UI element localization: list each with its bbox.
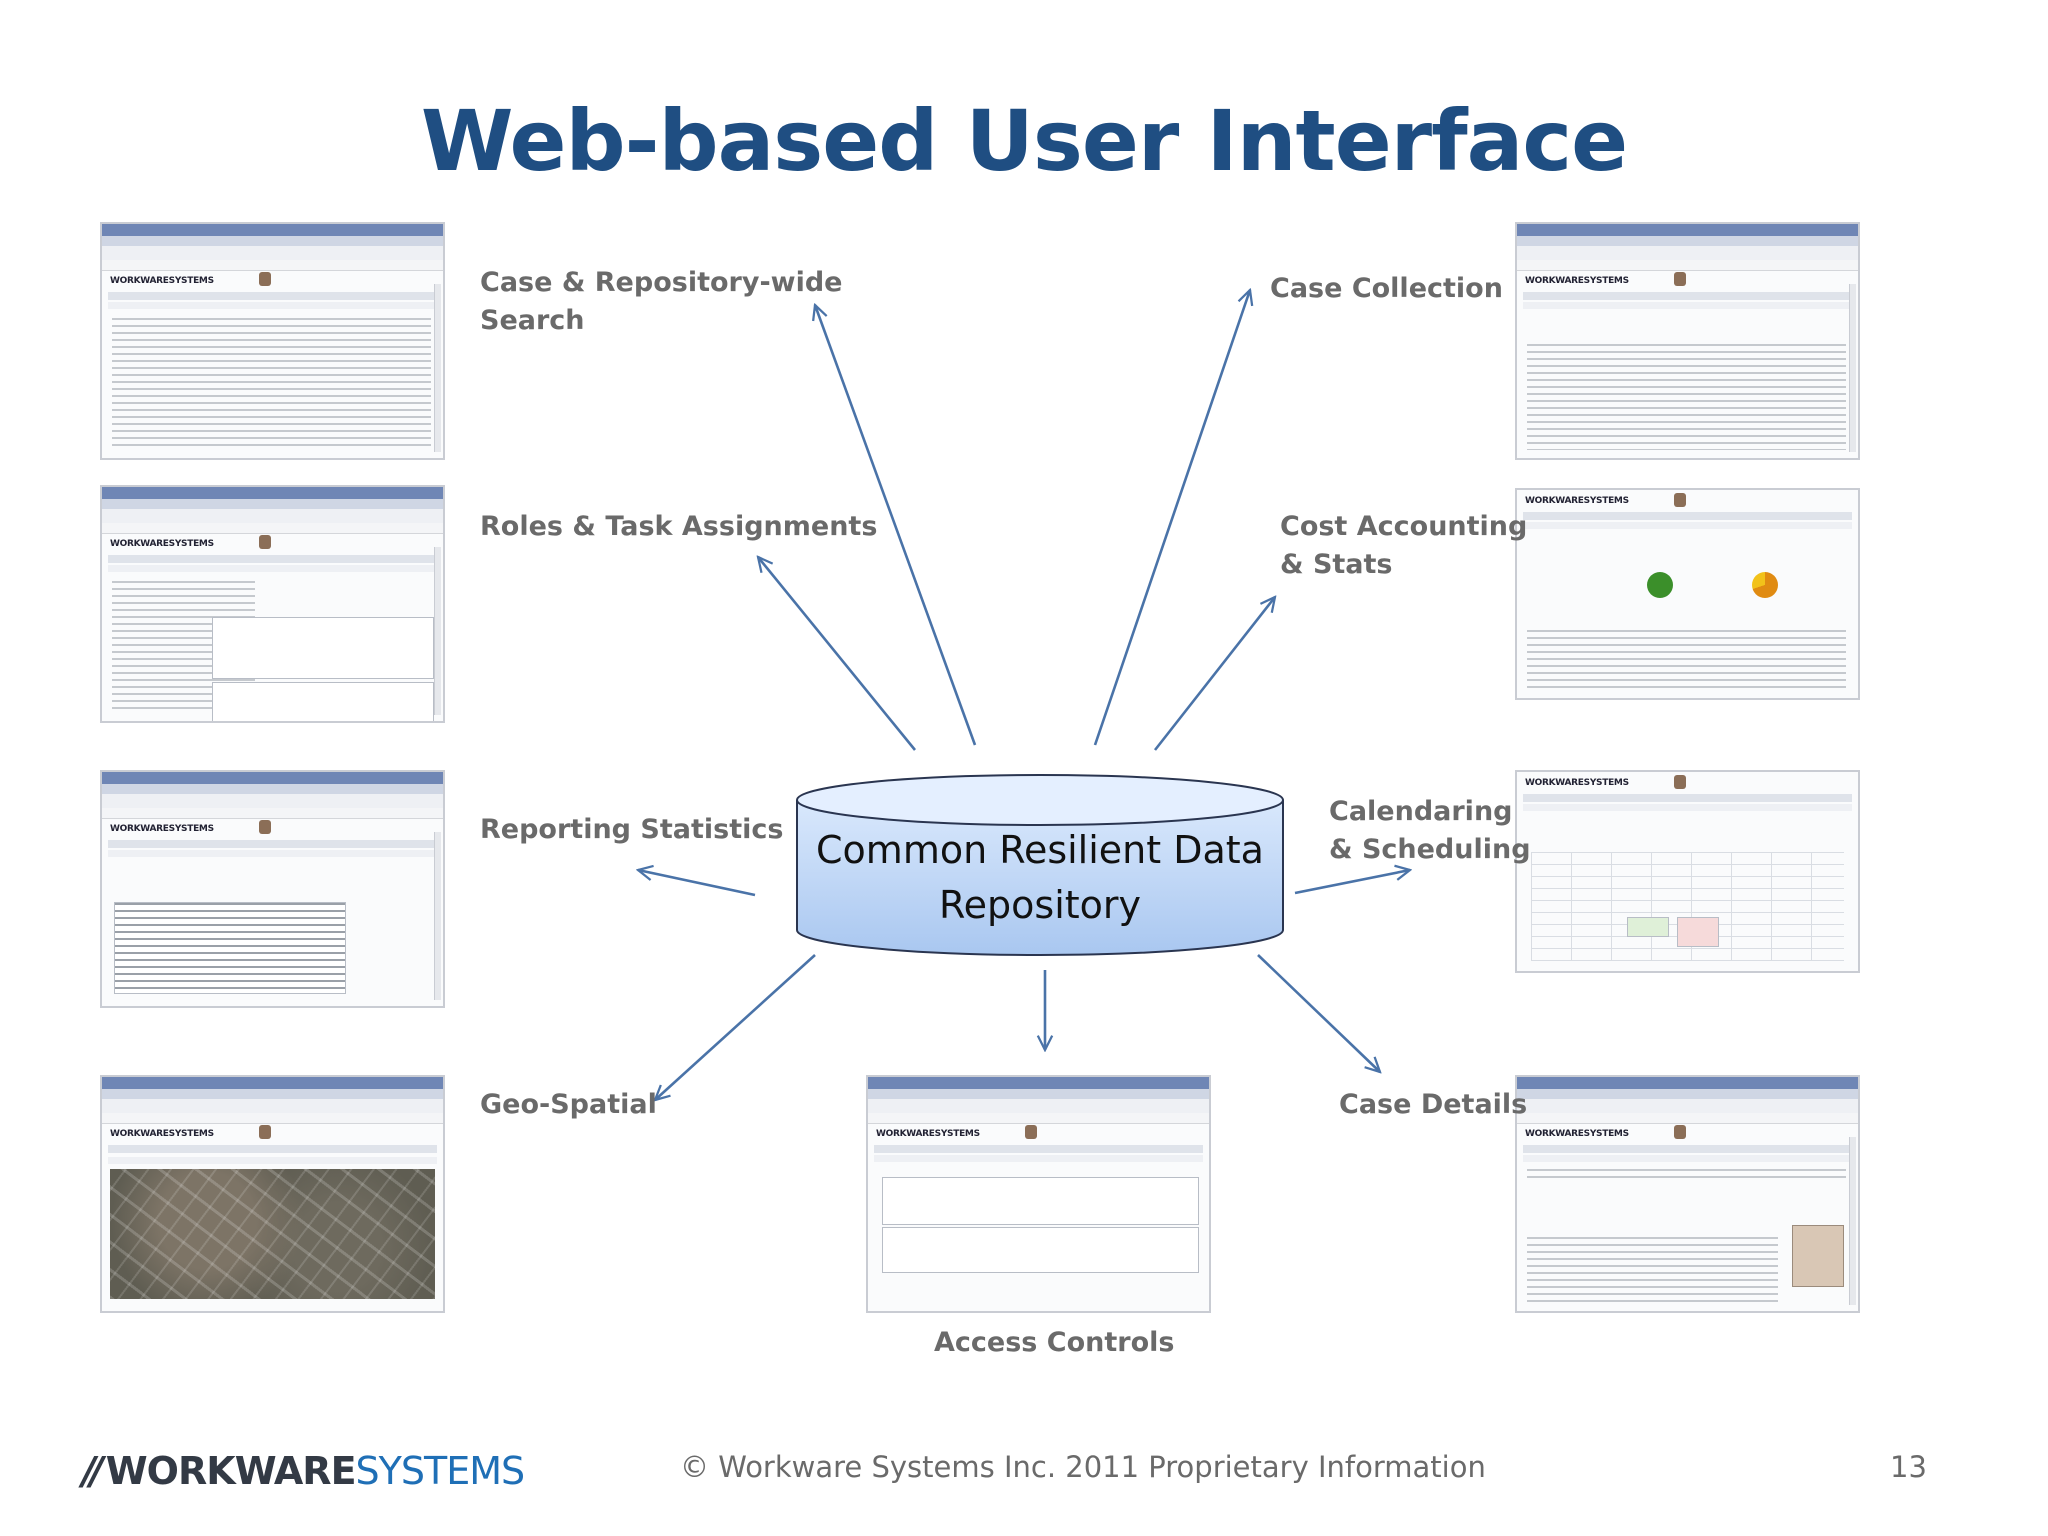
screenshot-calendar: WORKWARESYSTEMS — [1515, 770, 1860, 973]
screenshot-access-controls: WORKWARESYSTEMS — [866, 1075, 1211, 1313]
brand-work: WORKWARE — [105, 1449, 357, 1493]
label-roles: Roles & Task Assignments — [480, 511, 878, 542]
screenshot-logo: WORKWARESYSTEMS — [1525, 778, 1629, 788]
screenshot-logo: WORKWARESYSTEMS — [1525, 496, 1629, 506]
avatar — [1673, 272, 1686, 286]
arrow-calendar — [1294, 870, 1410, 895]
photo-thumbnail — [1792, 1225, 1844, 1287]
copyright-text: © Workware Systems Inc. 2011 Proprietary… — [680, 1450, 1486, 1484]
screenshot-logo: WORKWARESYSTEMS — [876, 1129, 980, 1139]
label-line: Case & Repository-wide — [480, 267, 843, 298]
pie-chart-icon — [1647, 572, 1673, 598]
label-cost-accounting: Cost Accounting & Stats — [1280, 508, 1527, 584]
avatar — [258, 1125, 271, 1139]
avatar — [258, 272, 271, 286]
avatar — [1673, 1125, 1686, 1139]
screenshot-reporting: WORKWARESYSTEMS — [100, 770, 445, 1008]
avatar — [1024, 1125, 1037, 1139]
arrow-case-details — [1257, 954, 1380, 1072]
label-case-collection: Case Collection — [1270, 273, 1503, 304]
screenshot-logo: WORKWARESYSTEMS — [110, 1129, 214, 1139]
screenshot-logo: WORKWARESYSTEMS — [110, 539, 214, 549]
brand-slashes: // — [82, 1449, 104, 1493]
screenshot-case-search: WORKWARESYSTEMS — [100, 222, 445, 460]
avatar — [258, 820, 271, 834]
avatar — [1673, 775, 1686, 789]
repository-label: Common Resilient Data Repository — [800, 823, 1280, 933]
label-line: Cost Accounting — [1280, 511, 1528, 542]
screenshot-logo: WORKWARESYSTEMS — [110, 824, 214, 834]
label-line: Search — [480, 305, 585, 336]
screenshot-roles: WORKWARESYSTEMS — [100, 485, 445, 723]
arrow-reporting — [638, 870, 756, 897]
brand-systems: SYSTEMS — [355, 1449, 526, 1493]
label-access-controls: Access Controls — [934, 1327, 1175, 1358]
screenshot-case-details: WORKWARESYSTEMS — [1515, 1075, 1860, 1313]
arrow-geo — [655, 954, 816, 1100]
repository-line-2: Repository — [938, 883, 1142, 927]
slide-title: Web-based User Interface — [420, 92, 1628, 190]
label-line: Calendaring — [1329, 796, 1513, 827]
page-number: 13 — [1890, 1450, 1927, 1484]
brand-logo: //WORKWARESYSTEMS — [82, 1449, 526, 1493]
label-reporting: Reporting Statistics — [480, 814, 784, 845]
repository-line-1: Common Resilient Data — [816, 828, 1264, 872]
avatar — [1673, 493, 1686, 507]
label-case-details: Case Details — [1339, 1089, 1528, 1120]
screenshot-logo: WORKWARESYSTEMS — [1525, 1129, 1629, 1139]
screenshot-cost-accounting: WORKWARESYSTEMS — [1515, 488, 1860, 700]
satellite-map — [110, 1169, 435, 1299]
arrow-case-collection — [1093, 290, 1250, 746]
arrow-cost — [1153, 597, 1275, 751]
pie-chart-icon — [1752, 572, 1778, 598]
label-line: & Stats — [1280, 549, 1393, 580]
label-line: & Scheduling — [1329, 834, 1531, 865]
label-geo-spatial: Geo-Spatial — [480, 1089, 657, 1120]
label-case-search: Case & Repository-wide Search — [480, 264, 842, 340]
avatar — [258, 535, 271, 549]
arrow-roles — [758, 557, 917, 751]
screenshot-geo-spatial: WORKWARESYSTEMS — [100, 1075, 445, 1313]
screenshot-logo: WORKWARESYSTEMS — [1525, 276, 1629, 286]
screenshot-case-collection: WORKWARESYSTEMS — [1515, 222, 1860, 460]
screenshot-logo: WORKWARESYSTEMS — [110, 276, 214, 286]
label-calendar: Calendaring & Scheduling — [1329, 793, 1531, 869]
